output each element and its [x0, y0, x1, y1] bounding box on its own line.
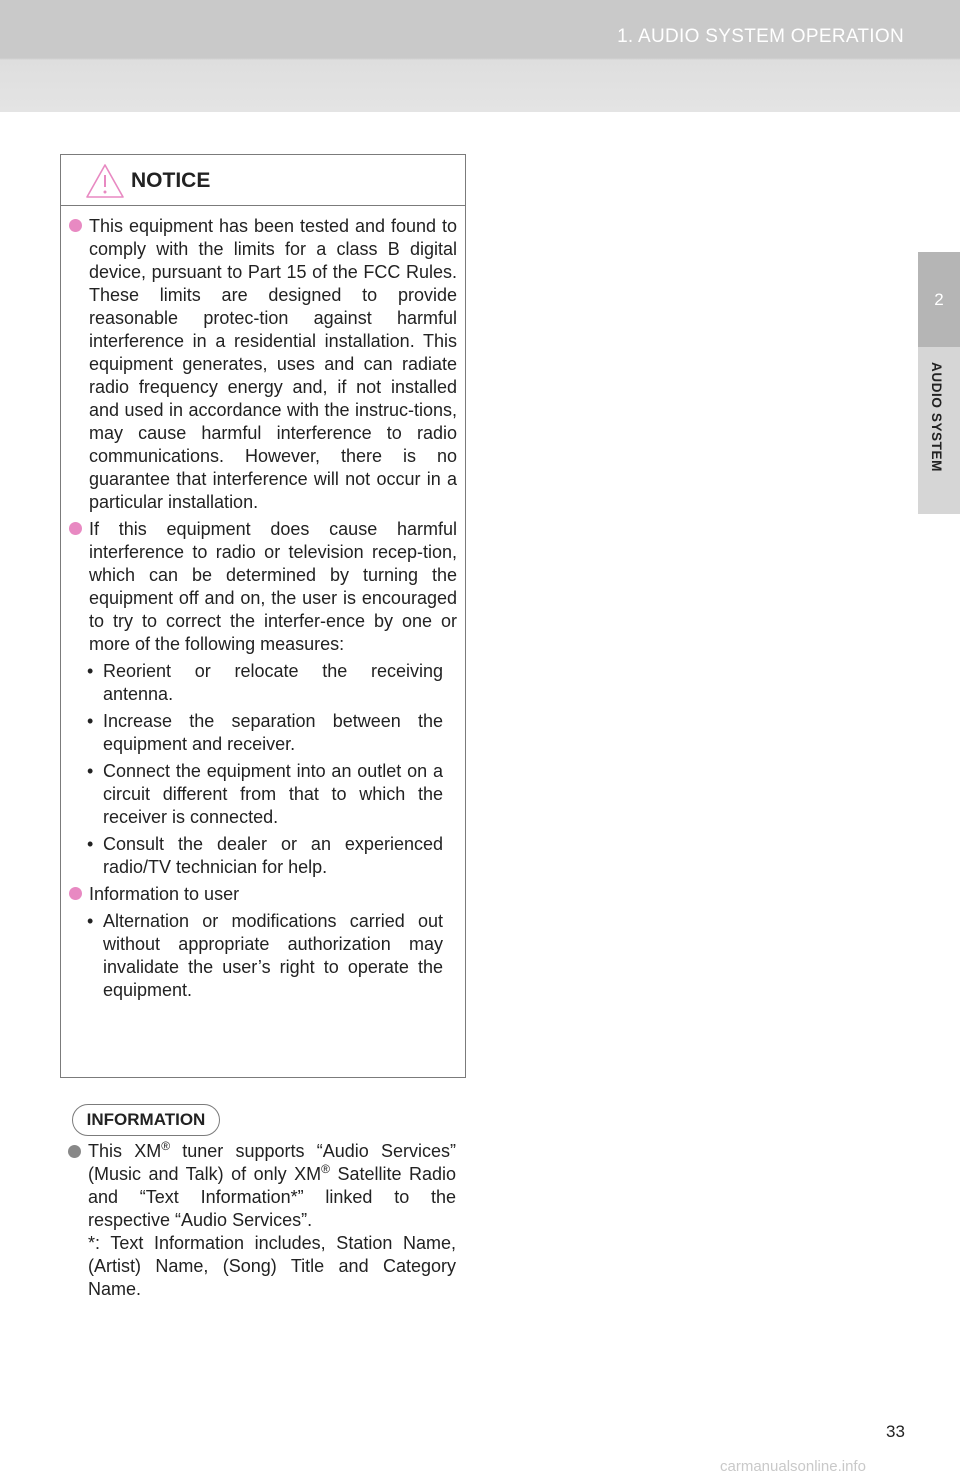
chapter-tab[interactable]: 2 AUDIO SYSTEM: [918, 252, 960, 514]
measure-text: Consult the dealer or an experienced rad…: [103, 834, 443, 877]
chapter-label: AUDIO SYSTEM: [929, 362, 944, 472]
header-band: 1. AUDIO SYSTEM OPERATION: [0, 0, 960, 112]
notice-bullet-text: Information to user: [89, 884, 240, 904]
user-info-text: Alternation or modifications carried out…: [103, 911, 443, 1000]
info-text-part: tuner supports “Audio Services” (Music a…: [88, 1141, 456, 1184]
measure-text: Increase the separation between the equi…: [103, 711, 443, 754]
registered-mark: ®: [321, 1162, 330, 1176]
registered-mark: ®: [161, 1139, 171, 1153]
notice-box: NOTICE This equipment has been tested an…: [60, 154, 466, 1078]
sub-bullet-marker: •: [87, 834, 94, 854]
info-footnote: *: Text Information includes, Station Na…: [88, 1233, 456, 1299]
measure-item: • Consult the dealer or an experienced r…: [61, 833, 467, 879]
bullet-dot: [69, 887, 82, 900]
information-text: This XM® tuner supports “Audio Services”…: [88, 1140, 456, 1301]
measure-text: Connect the equipment into an outlet on …: [103, 761, 443, 827]
chapter-number: 2: [918, 252, 960, 347]
notice-body: This equipment has been tested and found…: [61, 215, 467, 1006]
sub-bullet-marker: •: [87, 711, 94, 731]
notice-bullet: If this equipment does cause harmful int…: [61, 518, 467, 656]
measure-item: • Connect the equipment into an outlet o…: [61, 760, 467, 829]
information-label: INFORMATION: [72, 1104, 220, 1136]
measure-item: • Reorient or relocate the receiving ant…: [61, 660, 467, 706]
notice-header: NOTICE: [61, 155, 465, 206]
bullet-dot: [69, 522, 82, 535]
measure-text: Reorient or relocate the receiving anten…: [103, 661, 443, 704]
notice-title: NOTICE: [131, 169, 211, 192]
measure-item: • Increase the separation between the eq…: [61, 710, 467, 756]
notice-bullet: Information to user: [61, 883, 467, 906]
notice-bullet: This equipment has been tested and found…: [61, 215, 467, 514]
sub-bullet-marker: •: [87, 761, 94, 781]
notice-bullet-text: This equipment has been tested and found…: [89, 216, 457, 512]
info-text-part: Satellite Radio and “Text Information*” …: [88, 1164, 456, 1230]
warning-icon: [86, 164, 124, 198]
sub-bullet-marker: •: [87, 661, 94, 681]
notice-bullet-text: If this equipment does cause harmful int…: [89, 519, 457, 654]
info-text-part: This XM: [88, 1141, 162, 1161]
sub-bullet-marker: •: [87, 911, 94, 931]
page-number: 33: [886, 1422, 905, 1441]
bullet-dot: [69, 219, 82, 232]
watermark: carmanualsonline.info: [720, 1458, 866, 1475]
info-bullet-dot: [68, 1145, 81, 1158]
user-info-item: • Alternation or modifications carried o…: [61, 910, 467, 1002]
section-title: 1. AUDIO SYSTEM OPERATION: [617, 26, 904, 47]
